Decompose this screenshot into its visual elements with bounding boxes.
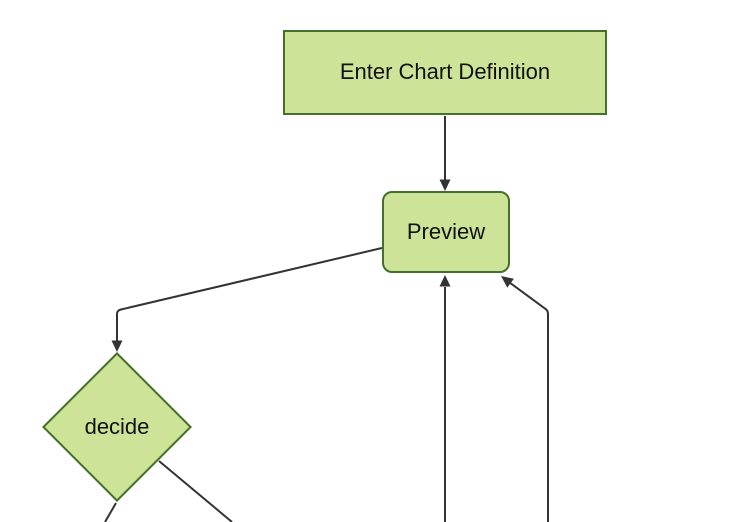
arrowhead-into-preview-top: [439, 179, 451, 191]
edge-bottom-right-to-preview: [509, 282, 549, 522]
arrowhead-into-preview-bottom: [439, 275, 451, 287]
node-enter-chart-definition-label: Enter Chart Definition: [339, 59, 551, 85]
node-decide: decide: [42, 352, 192, 502]
node-decide-label: decide: [84, 414, 150, 439]
arrowhead-into-decide-top: [111, 340, 123, 352]
edge-decide-to-offscreen-left: [104, 502, 117, 522]
node-preview: Preview: [382, 191, 510, 273]
node-enter-chart-definition: Enter Chart Definition: [283, 30, 607, 115]
edge-preview-to-decide: [116, 247, 383, 341]
node-preview-label: Preview: [406, 218, 486, 244]
arrowhead-into-preview-corner: [501, 276, 514, 288]
edge-decide-to-offscreen-right: [158, 460, 233, 522]
